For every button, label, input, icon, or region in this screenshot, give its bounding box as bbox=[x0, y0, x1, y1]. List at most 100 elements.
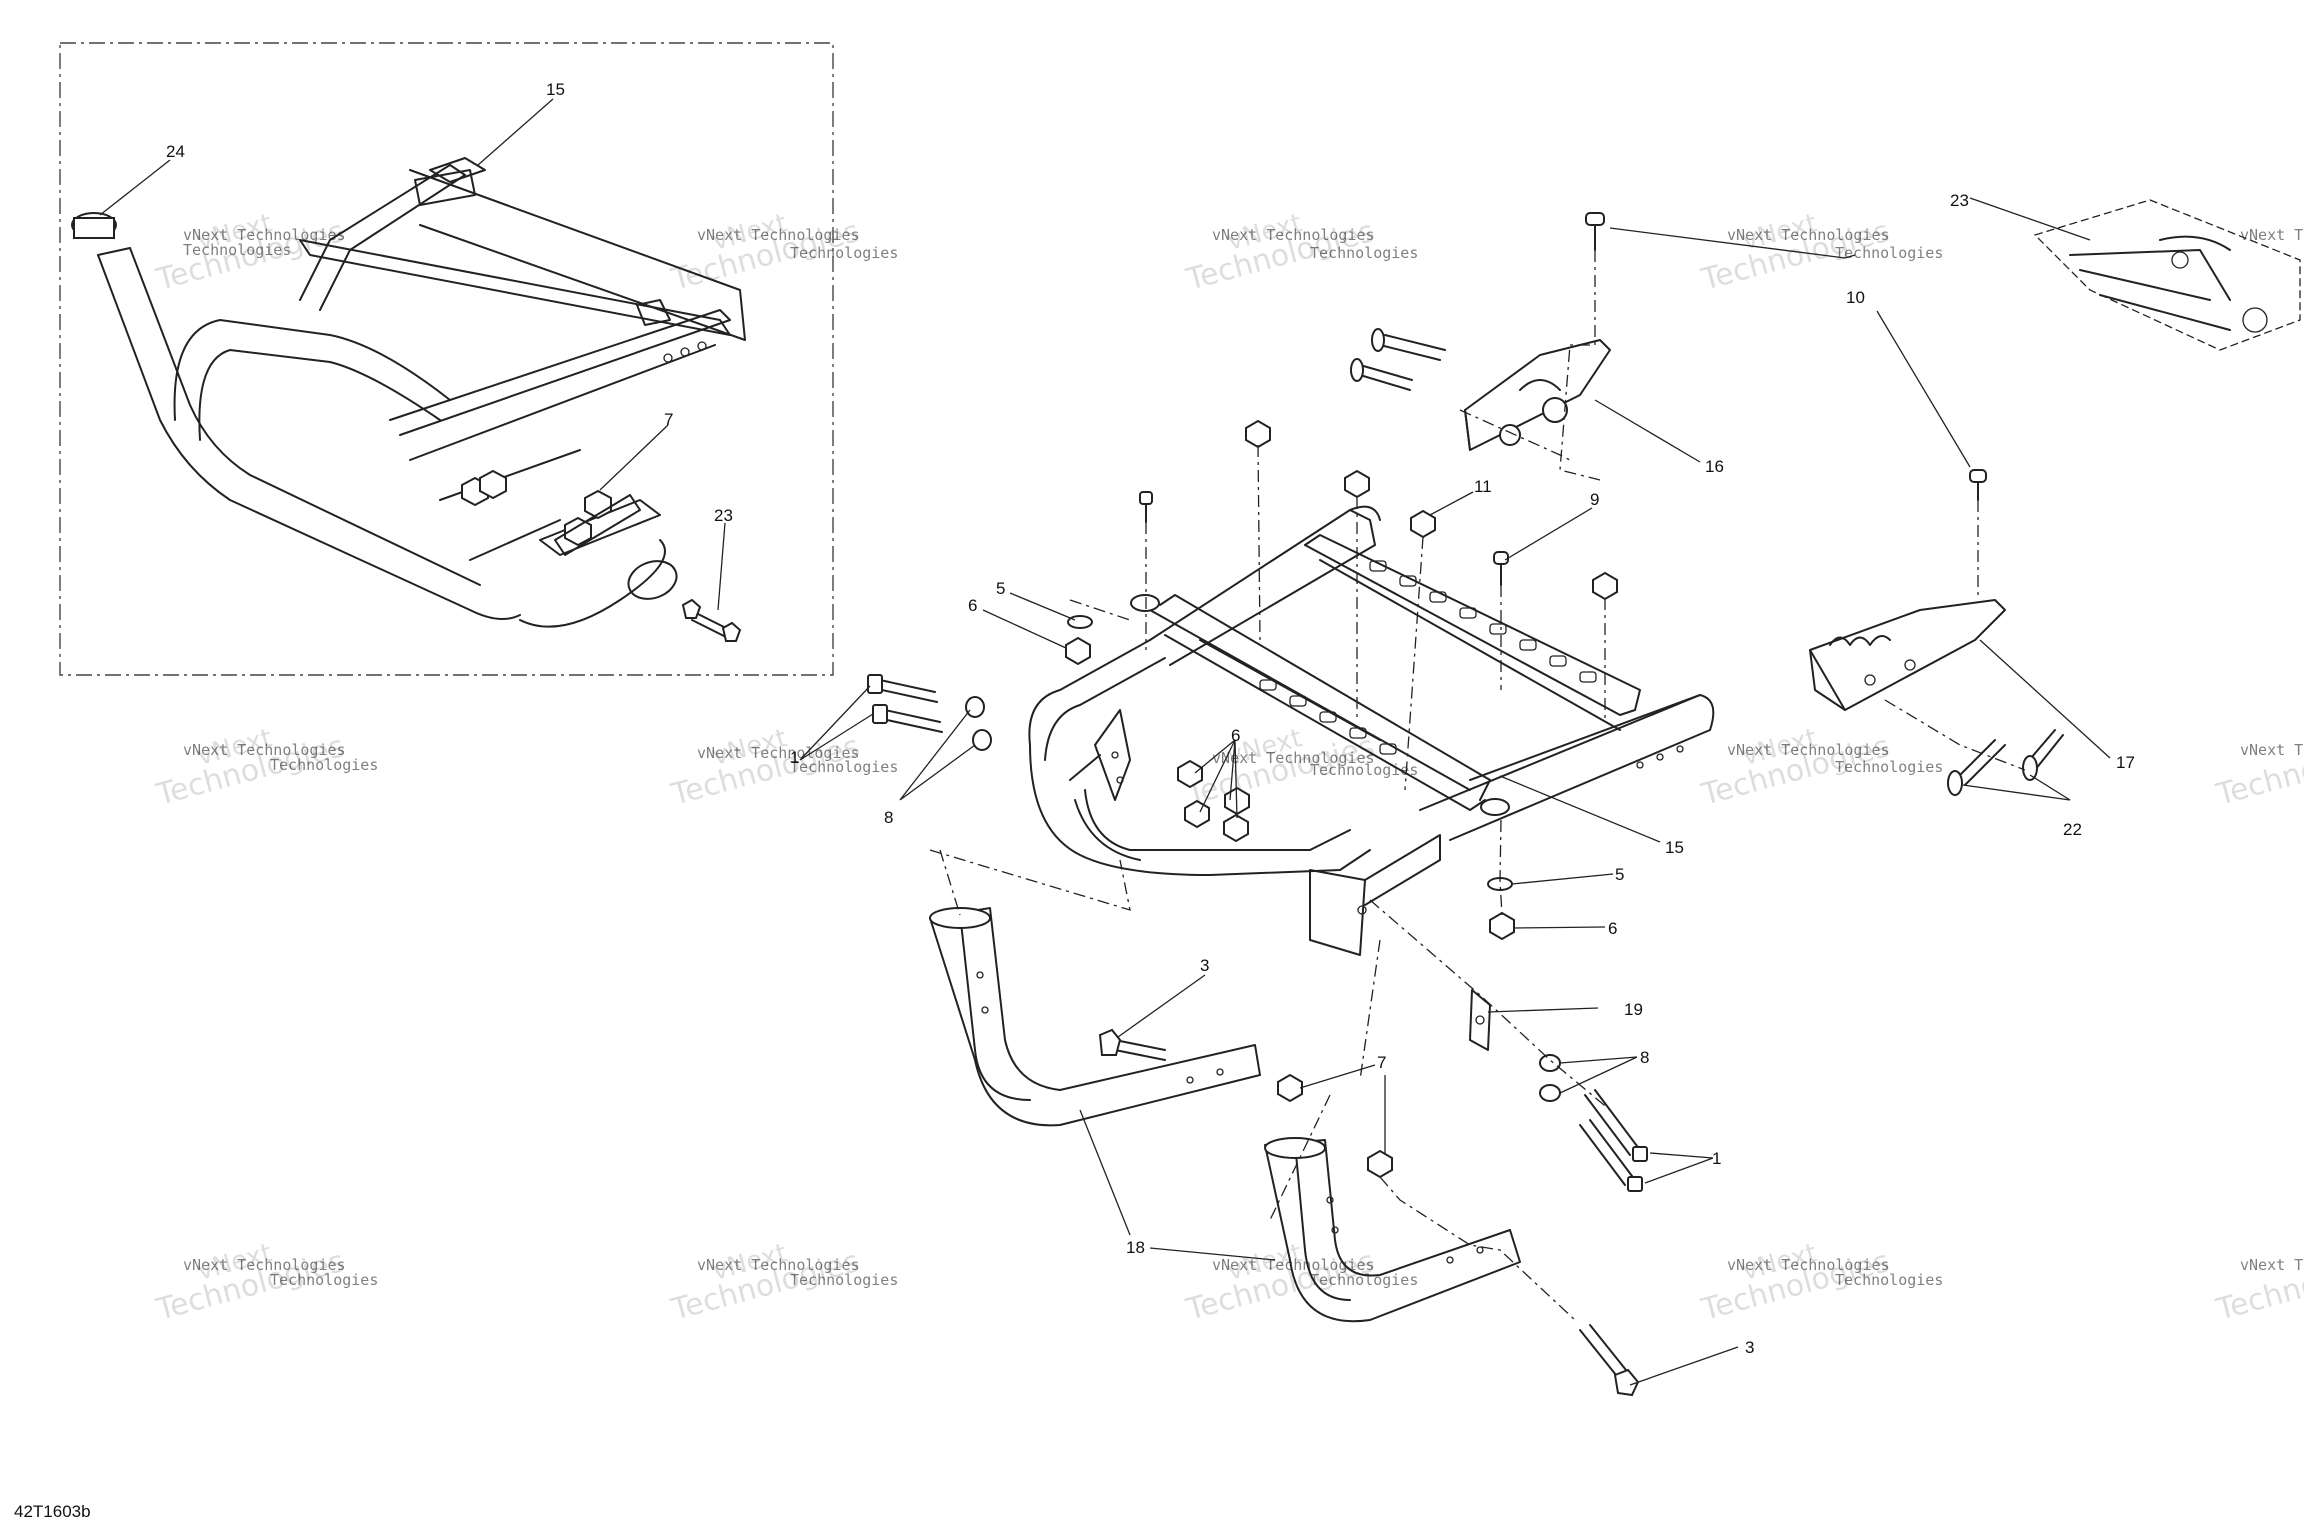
watermark-text: Technologies bbox=[270, 1271, 378, 1289]
watermark-text: vNext Technologies bbox=[1727, 741, 1890, 759]
callout-15: 15 bbox=[546, 80, 565, 99]
callout-3: 3 bbox=[1200, 956, 1209, 975]
nut-icon bbox=[1489, 911, 1515, 941]
tube-end-icon bbox=[1264, 1137, 1326, 1159]
pin-head-icon bbox=[2022, 755, 2038, 781]
nut-icon bbox=[1277, 1073, 1303, 1103]
drawing-code-label: 42T1603b bbox=[14, 1502, 91, 1521]
watermark-text: Technologies bbox=[790, 758, 898, 776]
watermark-text: vNext Technologies bbox=[2240, 226, 2304, 244]
callout-16: 16 bbox=[1705, 457, 1724, 476]
leader-lines bbox=[99, 98, 2111, 1386]
bolt-head-icon bbox=[721, 621, 742, 642]
nut-icon bbox=[479, 469, 507, 500]
nut-icon bbox=[1367, 1149, 1393, 1179]
bolt-head-icon bbox=[1098, 1028, 1122, 1056]
end-cap-body bbox=[73, 217, 115, 239]
watermark-text: Technologies bbox=[183, 241, 291, 259]
nut-icon bbox=[1184, 799, 1210, 829]
nut-icon bbox=[1065, 636, 1091, 666]
callout-10: 10 bbox=[1846, 288, 1865, 307]
tool-kit-23 bbox=[2033, 199, 2301, 351]
assembly-lines bbox=[929, 250, 2026, 1321]
watermark-text: vNext Technologies bbox=[697, 1256, 860, 1274]
watermark-text: Technologies bbox=[790, 1271, 898, 1289]
callout-6: 6 bbox=[1608, 919, 1617, 938]
watermark-text: Technologies bbox=[1835, 758, 1943, 776]
callout-23: 23 bbox=[1950, 191, 1969, 210]
screw-icon bbox=[1969, 469, 1987, 483]
main-rack-frame bbox=[1028, 505, 1715, 956]
bolt-head-icon bbox=[1632, 1146, 1648, 1162]
washer-icon bbox=[965, 696, 985, 718]
callout-5: 5 bbox=[996, 579, 1005, 598]
watermark-text: Technologies bbox=[1310, 244, 1418, 262]
watermark-text: vNext Technologies bbox=[697, 226, 860, 244]
hinge-bracket-16 bbox=[1350, 328, 1611, 451]
callout-5: 5 bbox=[1615, 865, 1624, 884]
watermark-text: vNext Technologies bbox=[1212, 749, 1375, 767]
callout-labels: 24 15 7 23 23 10 16 11 9 5 6 1 8 6 15 17… bbox=[166, 80, 2135, 1357]
watermark-text: vNext Technologies bbox=[1727, 226, 1890, 244]
pin-head-icon bbox=[1350, 358, 1364, 382]
washer-icon bbox=[1539, 1084, 1561, 1102]
callout-6: 6 bbox=[1231, 726, 1240, 745]
nut-icon bbox=[1177, 759, 1203, 789]
hinge-bracket-17 bbox=[1809, 599, 2064, 796]
hinge-pin-icon bbox=[1499, 424, 1521, 446]
watermark-text: vNext Technologies bbox=[183, 226, 346, 244]
callout-17: 17 bbox=[2116, 753, 2135, 772]
washer-icon bbox=[972, 729, 992, 751]
washer-icon bbox=[1539, 1054, 1561, 1072]
washer-icon bbox=[1067, 615, 1093, 629]
watermark-text: Technologies bbox=[790, 244, 898, 262]
nut-icon bbox=[1410, 509, 1436, 539]
bolt-head-icon bbox=[681, 598, 702, 619]
leg-right bbox=[1264, 1137, 1521, 1323]
watermark-text: vNext Technologies bbox=[2240, 1256, 2304, 1274]
leg-left bbox=[929, 907, 1261, 1127]
fasteners bbox=[867, 212, 1987, 1397]
watermark-text: vNext Technologies bbox=[1212, 1256, 1375, 1274]
callout-23: 23 bbox=[714, 506, 733, 525]
screw-icon bbox=[1493, 551, 1509, 565]
callout-22: 22 bbox=[2063, 820, 2082, 839]
nut-icon bbox=[1592, 571, 1618, 601]
rail-holes bbox=[1259, 560, 1684, 769]
nut-icon bbox=[564, 516, 592, 547]
nut-icon bbox=[1245, 419, 1271, 449]
watermark-text: vNext Technologies bbox=[2240, 741, 2304, 759]
watermark-text: Technologies bbox=[1835, 244, 1943, 262]
watermark-text: Technologies bbox=[1835, 1271, 1943, 1289]
screw-icon bbox=[1139, 491, 1153, 505]
screw-icon bbox=[1585, 212, 1605, 226]
bolt-head-icon bbox=[1627, 1176, 1643, 1192]
bolt-head-icon bbox=[1613, 1368, 1640, 1397]
watermark-text: vNext Technologies bbox=[183, 741, 346, 759]
callout-1: 1 bbox=[790, 748, 799, 767]
callout-24: 24 bbox=[166, 142, 185, 161]
tube-end-icon bbox=[929, 907, 991, 929]
callout-1: 1 bbox=[1712, 1149, 1721, 1168]
callout-15: 15 bbox=[1665, 838, 1684, 857]
nut-icon bbox=[1223, 813, 1249, 843]
watermark-text: Technologies bbox=[1310, 1271, 1418, 1289]
mount-tab bbox=[1130, 594, 1160, 612]
callout-18: 18 bbox=[1126, 1238, 1145, 1257]
callout-7: 7 bbox=[664, 410, 673, 429]
callout-11: 11 bbox=[1474, 477, 1492, 496]
callout-8: 8 bbox=[884, 808, 893, 827]
watermark-text: Technologies bbox=[270, 756, 378, 774]
pin-head-icon bbox=[1371, 328, 1385, 352]
bolt-head-icon bbox=[867, 674, 883, 694]
callout-19: 19 bbox=[1624, 1000, 1643, 1019]
callout-3: 3 bbox=[1745, 1338, 1754, 1357]
bolt-head-icon bbox=[872, 704, 888, 724]
pin-head-icon bbox=[1947, 770, 1963, 796]
watermark-text: vNext Technologies bbox=[183, 1256, 346, 1274]
mount-tab bbox=[1480, 798, 1510, 816]
inset-bumper-assembly bbox=[71, 157, 746, 642]
inset-kit-frame bbox=[59, 42, 834, 676]
callout-9: 9 bbox=[1590, 490, 1599, 509]
